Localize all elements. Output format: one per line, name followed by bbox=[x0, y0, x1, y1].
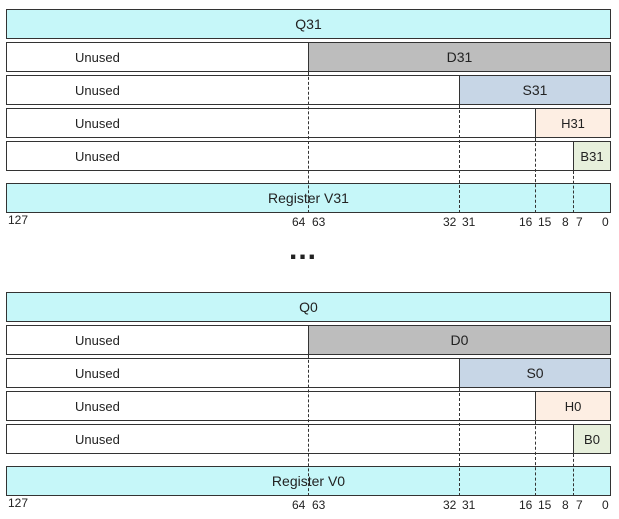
bit-tick-15: 15 bbox=[538, 215, 552, 229]
bit-tick-64: 64 bbox=[292, 215, 306, 229]
bit-boundary-64 bbox=[308, 72, 309, 213]
bit-tick-32: 32 bbox=[443, 498, 457, 512]
d31-row-unused-label: Unused bbox=[75, 49, 120, 65]
s31-row-unused-label: Unused bbox=[75, 82, 120, 98]
bit-tick-31: 31 bbox=[462, 215, 476, 229]
bit-tick-127: 127 bbox=[8, 496, 29, 510]
s0-label: S0 bbox=[526, 365, 544, 381]
bit-tick-32: 32 bbox=[443, 215, 457, 229]
ellipsis: ... bbox=[289, 233, 318, 266]
q0-label: Q0 bbox=[299, 299, 318, 315]
bit-boundary-16 bbox=[535, 138, 536, 213]
h0-row-unused-label: Unused bbox=[75, 398, 120, 414]
b0-row-unused-label: Unused bbox=[75, 431, 120, 447]
b0-label: B0 bbox=[584, 431, 600, 447]
bit-boundary-32 bbox=[459, 388, 460, 496]
h31-label: H31 bbox=[561, 115, 585, 131]
bit-boundary-8 bbox=[573, 454, 574, 496]
bit-tick-0: 0 bbox=[602, 215, 609, 229]
register-v0-diagram: Q0 Unused D0 Unused S0 Unused H0 Unused … bbox=[0, 283, 619, 519]
d0-label: D0 bbox=[450, 332, 469, 348]
bit-tick-0: 0 bbox=[602, 498, 609, 512]
d0-row-unused-label: Unused bbox=[75, 332, 120, 348]
b31-row-unused-label: Unused bbox=[75, 148, 120, 164]
h0-label: H0 bbox=[564, 398, 582, 414]
bit-tick-7: 7 bbox=[576, 215, 583, 229]
q31-cell: Q31 bbox=[6, 9, 611, 39]
bit-tick-15: 15 bbox=[538, 498, 552, 512]
bit-tick-16: 16 bbox=[519, 498, 533, 512]
bit-tick-127: 127 bbox=[8, 213, 29, 227]
bit-tick-16: 16 bbox=[519, 215, 533, 229]
s0-row-unused-label: Unused bbox=[75, 365, 120, 381]
h0-cell: H0 bbox=[535, 391, 611, 421]
s0-cell: S0 bbox=[459, 358, 611, 388]
bit-tick-8: 8 bbox=[562, 498, 569, 512]
register-v31-diagram: Q31 Unused D31 Unused S31 Unused H31 Unu… bbox=[0, 0, 619, 232]
bit-tick-7: 7 bbox=[576, 498, 583, 512]
s31-label: S31 bbox=[522, 82, 548, 98]
bit-boundary-16 bbox=[535, 421, 536, 496]
d31-cell: D31 bbox=[308, 42, 611, 72]
q31-label: Q31 bbox=[295, 16, 322, 32]
b0-cell: B0 bbox=[573, 424, 611, 454]
bit-boundary-64 bbox=[308, 355, 309, 496]
s31-cell: S31 bbox=[459, 75, 611, 105]
bit-tick-63: 63 bbox=[312, 498, 326, 512]
bit-tick-8: 8 bbox=[562, 215, 569, 229]
bit-tick-31: 31 bbox=[462, 498, 476, 512]
h31-row-unused-label: Unused bbox=[75, 115, 120, 131]
bit-boundary-8 bbox=[573, 171, 574, 213]
b31-label: B31 bbox=[580, 148, 604, 164]
b31-cell: B31 bbox=[573, 141, 611, 171]
h31-cell: H31 bbox=[535, 108, 611, 138]
d0-cell: D0 bbox=[308, 325, 611, 355]
bit-tick-63: 63 bbox=[312, 215, 326, 229]
bit-tick-64: 64 bbox=[292, 498, 306, 512]
bit-boundary-32 bbox=[459, 105, 460, 213]
q0-cell: Q0 bbox=[6, 292, 611, 322]
d31-label: D31 bbox=[446, 49, 473, 65]
